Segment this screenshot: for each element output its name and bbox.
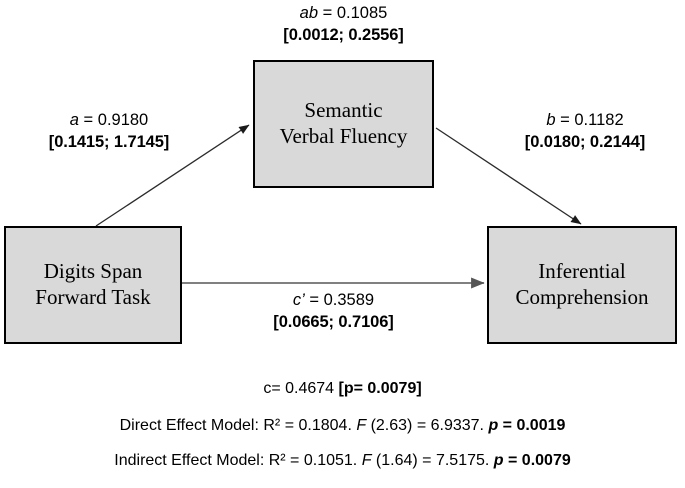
path-b-ci: [0.0180; 0.2144] (524, 132, 646, 151)
path-ab-ci: [0.0012; 0.2556] (283, 25, 404, 44)
direct-model-f-value: (2.63) = 6.9337. (366, 417, 484, 434)
outcome-line-1: Inferential (538, 259, 626, 284)
indirect-model-f-label: F (361, 452, 372, 469)
indirect-model-p-label: p (493, 452, 504, 469)
indirect-model-p-value: = 0.0079 (503, 452, 571, 469)
path-b-coefficient: b = 0.1182 (492, 110, 678, 132)
direct-model-p-value: = 0.0019 (498, 417, 566, 434)
direct-model-name: Direct Effect Model: (119, 417, 259, 434)
indirect-model-name: Indirect Effect Model: (114, 452, 265, 469)
path-c-prime-value: 0.3589 (323, 291, 375, 309)
mediator-line-1: Semantic (304, 98, 383, 123)
indirect-model-r2-label: R² (268, 452, 286, 469)
indirect-model-r2-value: = 0.1051. (285, 452, 358, 469)
stat-direct-effect-model: Direct Effect Model: R² = 0.1804. F (2.6… (0, 417, 685, 435)
path-a-equals: = (78, 111, 98, 129)
path-b-symbol: b (546, 111, 556, 129)
indirect-model-f-value: (1.64) = 7.5175. (371, 452, 490, 469)
direct-model-f-label: F (356, 417, 367, 434)
path-b-equals: = (555, 111, 575, 129)
direct-model-p-label: p (488, 417, 499, 434)
stat-indirect-effect-model: Indirect Effect Model: R² = 0.1051. F (1… (0, 452, 685, 470)
total-effect-value: 0.4674 (285, 380, 335, 397)
path-c-prime-ci: [0.0665; 0.7106] (273, 312, 394, 331)
path-a-coefficient: a = 0.9180 (14, 110, 204, 132)
path-ab-value: 0.1085 (336, 4, 388, 22)
path-c-prime-coefficient: c’ = 0.3589 (243, 290, 424, 312)
path-label-ab: ab = 0.1085 [0.0012; 0.2556] (253, 3, 434, 47)
path-a-ci: [0.1415; 1.7145] (48, 132, 170, 151)
path-c-prime-equals: = (304, 291, 324, 309)
mediator-line-2: Verbal Fluency (279, 124, 408, 148)
path-b-value: 0.1182 (574, 111, 624, 129)
total-effect-equals: = (271, 380, 286, 397)
path-c-prime-symbol: c’ (292, 291, 305, 309)
total-effect-symbol: c (263, 380, 272, 397)
path-label-a: a = 0.9180 [0.1415; 1.7145] (14, 110, 204, 154)
path-ab-equals: = (318, 4, 337, 22)
outcome-line-2: Comprehension (515, 285, 649, 309)
path-label-b: b = 0.1182 [0.0180; 0.2144] (492, 110, 678, 154)
predictor-line-2: Forward Task (35, 285, 151, 309)
stat-total-effect: c= 0.4674 [p= 0.0079] (0, 380, 685, 398)
path-ab-symbol: ab (299, 4, 319, 22)
total-effect-p-bracket: [p= 0.0079] (338, 380, 422, 397)
path-a-symbol: a (69, 111, 79, 129)
predictor-line-1: Digits Span (43, 259, 143, 284)
direct-model-r2-value: = 0.1804. (280, 417, 352, 434)
path-ab-coefficient: ab = 0.1085 (253, 3, 434, 25)
path-a-value: 0.9180 (97, 111, 149, 129)
direct-model-r2-label: R² (263, 417, 281, 434)
path-label-c-prime: c’ = 0.3589 [0.0665; 0.7106] (243, 290, 424, 334)
